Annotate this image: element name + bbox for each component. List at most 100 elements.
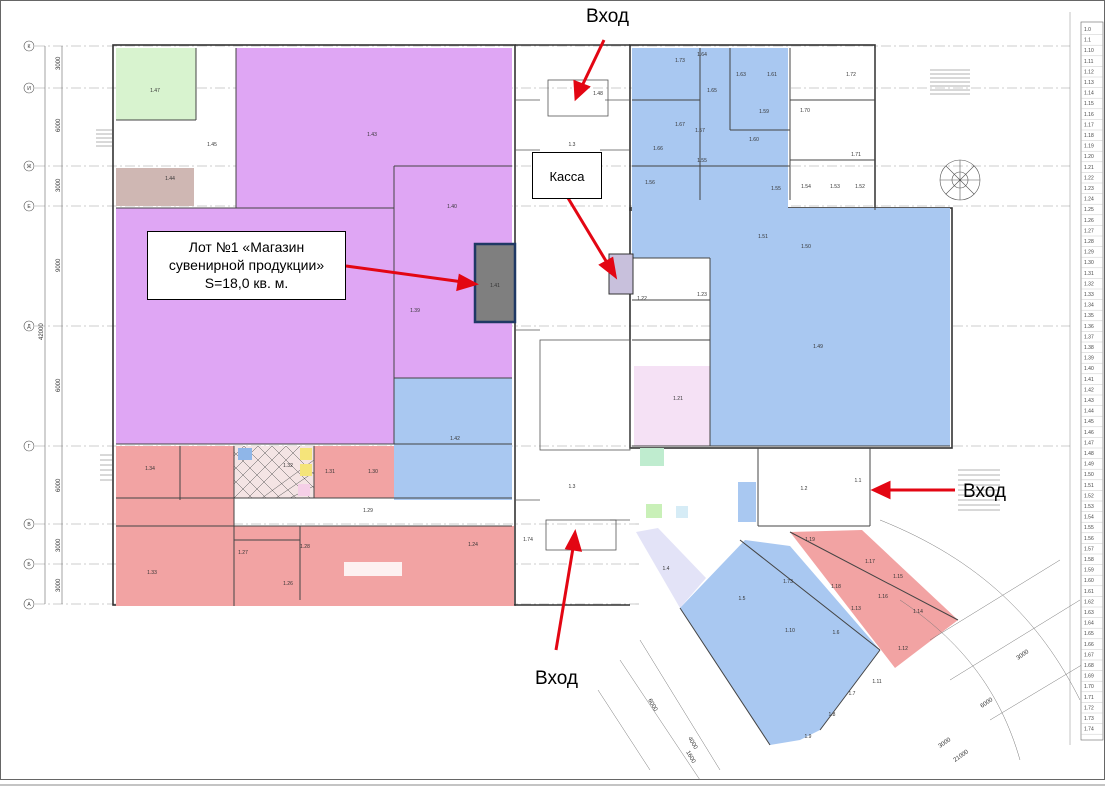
dimension-text: 42000 [39, 323, 45, 340]
room-label: 1.31 [325, 469, 335, 475]
axis-label: В [27, 522, 31, 528]
legend-row: 1.43 [1084, 398, 1094, 404]
legend-row: 1.14 [1084, 91, 1094, 97]
legend-row: 1.52 [1084, 493, 1094, 499]
legend-row: 1.17 [1084, 122, 1094, 128]
legend-row: 1.27 [1084, 228, 1094, 234]
legend-row: 1.46 [1084, 430, 1094, 436]
room-label: 1.72 [846, 72, 856, 78]
dimension-text: 3000 [56, 56, 62, 70]
legend-row: 1.56 [1084, 536, 1094, 542]
legend-row: 1.32 [1084, 281, 1094, 287]
legend-row: 1.65 [1084, 631, 1094, 637]
room-label: 1.32 [283, 463, 293, 469]
legend-row: 1.44 [1084, 409, 1094, 415]
dimension-text: 6000 [980, 697, 995, 710]
room-label: 1.7 [849, 691, 856, 697]
room-label: 1.5 [739, 596, 746, 602]
room-label: 1.22 [637, 296, 647, 302]
dimension-text: 4000 [686, 736, 698, 751]
arrow-entry-top [580, 39, 606, 87]
dimension-text: 3000 [56, 178, 62, 192]
legend-row: 1.49 [1084, 462, 1094, 468]
legend-row: 1.72 [1084, 705, 1094, 711]
arrow-entry-bottom [554, 547, 575, 651]
room-label: 1.23 [697, 292, 707, 298]
room-label: 1.27 [238, 550, 248, 556]
room-label: 1.49 [813, 344, 823, 350]
zone-blue-strip [738, 482, 756, 522]
legend-row: 1.38 [1084, 345, 1094, 351]
legend-row: 1.1 [1084, 38, 1091, 44]
room-label: 1.40 [447, 204, 457, 210]
room-label: 1.3 [569, 484, 576, 490]
legend-row: 1.13 [1084, 80, 1094, 86]
legend-row: 1.39 [1084, 356, 1094, 362]
axis-label: А [27, 602, 31, 608]
room-label: 1.3 [569, 142, 576, 148]
stairs [96, 69, 1000, 511]
room-label: 1.50 [801, 244, 811, 250]
legend-row: 1.61 [1084, 589, 1094, 595]
legend-row: 1.71 [1084, 695, 1094, 701]
room-label: 1.47 [150, 88, 160, 94]
room-label: 1.74 [523, 537, 533, 543]
legend-row: 1.36 [1084, 324, 1094, 330]
left-dimensions: 3000 6000 3000 9000 6000 6000 3000 3000 … [39, 46, 63, 604]
entrance-label-top: Вход [586, 6, 629, 27]
legend-row: 1.29 [1084, 250, 1094, 256]
dimension-text: 6000 [646, 698, 658, 713]
legend-row: 1.25 [1084, 207, 1094, 213]
legend-row: 1.50 [1084, 472, 1094, 478]
dimension-text: 3000 [1016, 649, 1031, 662]
legend-row: 1.10 [1084, 48, 1094, 54]
room-label: 1.12 [898, 646, 908, 652]
zone-pink [634, 366, 710, 446]
room-label: 1.6 [833, 630, 840, 636]
axis-labels: К И Ж Е Д Г В Б А [27, 44, 32, 608]
room-label: 1.48 [593, 91, 603, 97]
zone-red-right [314, 446, 394, 498]
legend-row: 1.59 [1084, 568, 1094, 574]
legend-row: 1.19 [1084, 144, 1094, 150]
room-label: 1.55 [771, 186, 781, 192]
kassa-callout: Касса [532, 152, 602, 199]
spiral-stair [939, 159, 981, 201]
legend-row: 1.26 [1084, 218, 1094, 224]
room-label: 1.55 [697, 158, 707, 164]
room-label: 1.73 [675, 58, 685, 64]
legend-row: 1.30 [1084, 260, 1094, 266]
room-label: 1.41 [490, 283, 500, 289]
legend-row: 1.41 [1084, 377, 1094, 383]
room-label: 1.4 [663, 566, 670, 572]
room-label: 1.70 [800, 108, 810, 114]
room-label: 1.33 [147, 570, 157, 576]
legend-row: 1.47 [1084, 440, 1094, 446]
room-label: 1.63 [736, 72, 746, 78]
legend-row: 1.66 [1084, 642, 1094, 648]
room-label: 1.16 [878, 594, 888, 600]
room-label: 1.66 [653, 146, 663, 152]
zone-blue-tr [632, 48, 788, 208]
legend-row: 1.57 [1084, 546, 1094, 552]
room-label: 1.56 [645, 180, 655, 186]
legend-row: 1.18 [1084, 133, 1094, 139]
room-legend-table: 1.01.11.101.111.121.131.141.151.161.171.… [1080, 21, 1104, 741]
dimension-text: 6000 [56, 378, 62, 392]
room-label: 1.34 [145, 466, 155, 472]
legend-row: 1.12 [1084, 69, 1094, 75]
legend-row: 1.0 [1084, 27, 1091, 33]
room-label: 1.67 [675, 122, 685, 128]
legend-row: 1.70 [1084, 684, 1094, 690]
room-label: 1.10 [785, 628, 795, 634]
legend-row: 1.21 [1084, 165, 1094, 171]
legend-row: 1.55 [1084, 525, 1094, 531]
zone-red-diag [790, 530, 958, 668]
axis-label: Г [28, 444, 31, 450]
room-label: 1.2 [801, 486, 808, 492]
legend-row: 1.53 [1084, 504, 1094, 510]
legend-row: 1.33 [1084, 292, 1094, 298]
legend-row: 1.48 [1084, 451, 1094, 457]
room-label: 1.21 [673, 396, 683, 402]
zone-blue-mid [394, 378, 512, 500]
